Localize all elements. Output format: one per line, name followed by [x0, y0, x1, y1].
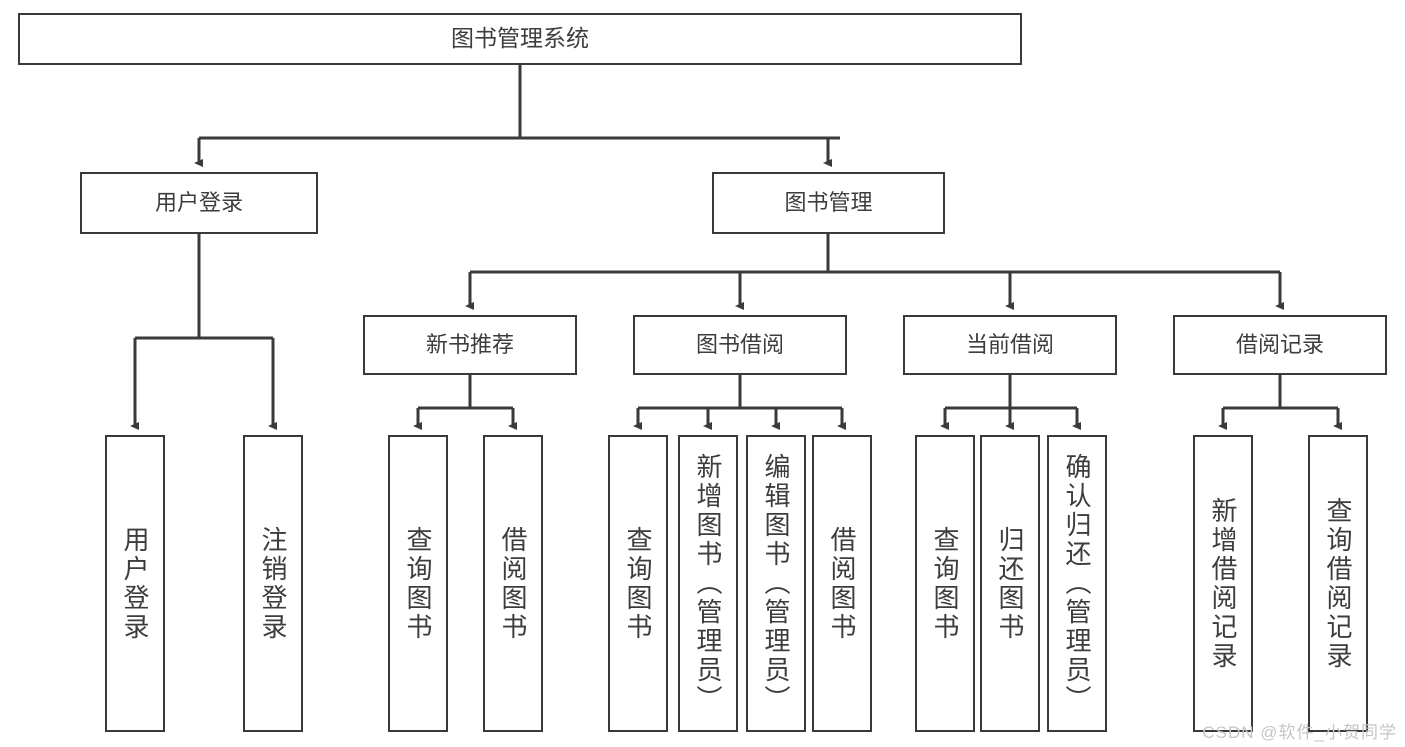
leaf-current-borrow-query[interactable]: 查询图书: [915, 435, 975, 732]
leaf-book-borrow-borrow[interactable]: 借阅图书: [812, 435, 872, 732]
node-label: 图书管理: [784, 190, 873, 216]
node-label: 查询图书: [623, 525, 653, 642]
node-label: 当前借阅: [965, 332, 1054, 358]
node-label: 查询图书: [403, 525, 433, 642]
leaf-borrow-record-query[interactable]: 查询借阅记录: [1308, 435, 1368, 732]
node-book-borrow[interactable]: 图书借阅: [633, 315, 847, 375]
node-label: 归还图书: [995, 525, 1025, 642]
leaf-book-borrow-edit[interactable]: 编辑图书（管理员）: [746, 435, 806, 732]
node-label: 图书管理系统: [451, 25, 589, 52]
node-label: 查询图书: [930, 525, 960, 642]
leaf-new-book-query[interactable]: 查询图书: [388, 435, 448, 732]
node-label: 用户登录: [120, 525, 150, 642]
node-label: 新增借阅记录: [1208, 496, 1238, 671]
node-label: 查询借阅记录: [1323, 496, 1353, 671]
leaf-new-book-borrow[interactable]: 借阅图书: [483, 435, 543, 732]
leaf-current-borrow-confirm-return[interactable]: 确认归还（管理员）: [1047, 435, 1107, 732]
leaf-user-login-logout[interactable]: 注销登录: [243, 435, 303, 732]
node-label: 新书推荐: [425, 332, 514, 358]
node-borrow-record[interactable]: 借阅记录: [1173, 315, 1387, 375]
node-label: 编辑图书（管理员）: [761, 453, 791, 714]
node-label: 用户登录: [154, 190, 243, 216]
node-label: 借阅记录: [1235, 332, 1324, 358]
node-label: 借阅图书: [827, 525, 857, 642]
leaf-book-borrow-add[interactable]: 新增图书（管理员）: [678, 435, 738, 732]
leaf-user-login-login[interactable]: 用户登录: [105, 435, 165, 732]
node-label: 新增图书（管理员）: [693, 453, 723, 714]
node-label: 确认归还（管理员）: [1062, 453, 1092, 714]
node-user-login[interactable]: 用户登录: [80, 172, 318, 234]
node-book-management[interactable]: 图书管理: [712, 172, 945, 234]
node-label: 注销登录: [258, 525, 288, 642]
leaf-book-borrow-query[interactable]: 查询图书: [608, 435, 668, 732]
node-current-borrow[interactable]: 当前借阅: [903, 315, 1117, 375]
node-label: 图书借阅: [695, 332, 784, 358]
node-new-book-recommend[interactable]: 新书推荐: [363, 315, 577, 375]
leaf-current-borrow-return[interactable]: 归还图书: [980, 435, 1040, 732]
node-label: 借阅图书: [498, 525, 528, 642]
node-root-system[interactable]: 图书管理系统: [18, 13, 1022, 65]
leaf-borrow-record-add[interactable]: 新增借阅记录: [1193, 435, 1253, 732]
